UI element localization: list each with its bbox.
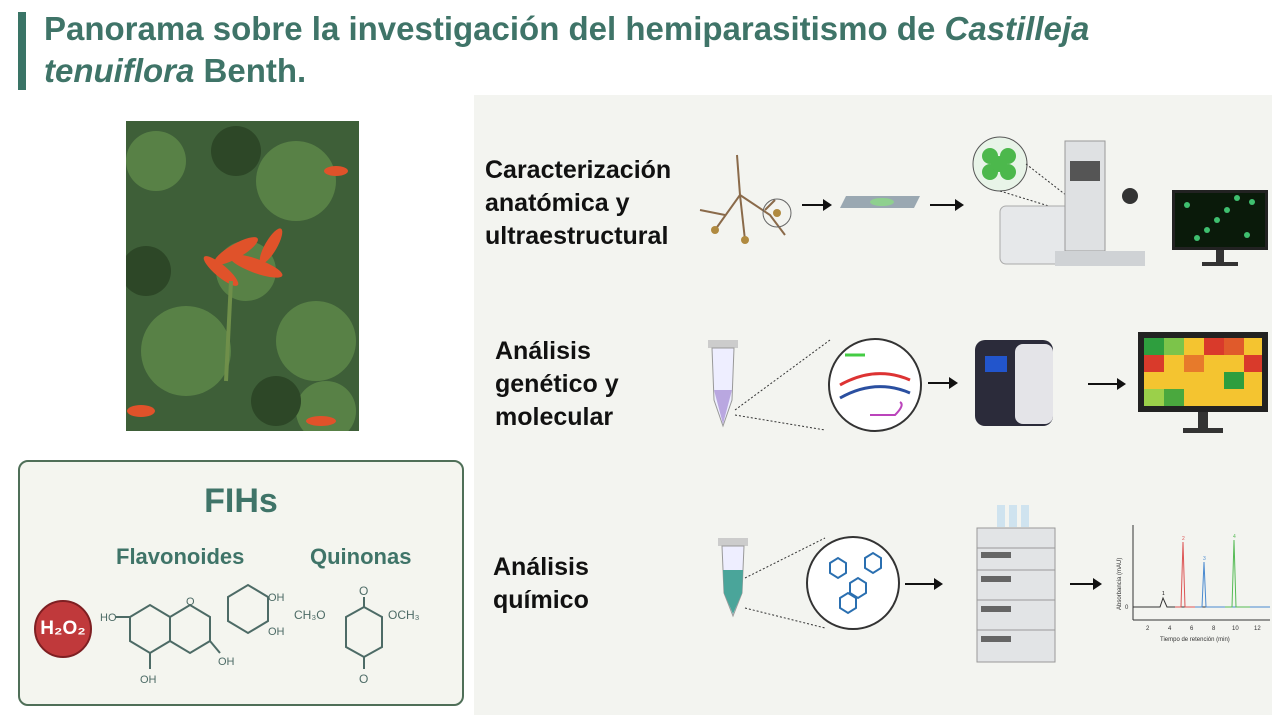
svg-text:10: 10 — [1232, 626, 1239, 632]
svg-text:12: 12 — [1254, 626, 1261, 632]
svg-text:2: 2 — [1146, 626, 1150, 632]
arrow — [1088, 378, 1126, 390]
quinones-label: Quinonas — [310, 544, 412, 569]
svg-text:O: O — [186, 596, 195, 608]
svg-text:CH₃O: CH₃O — [294, 608, 326, 622]
flavonoid-structure: HO OH OH OH OH O — [100, 583, 285, 686]
svg-text:3: 3 — [1203, 556, 1206, 562]
title-accent-bar — [18, 12, 26, 90]
h2o2-badge: H₂O₂ — [34, 600, 92, 658]
row-label-genetic: Análisis genético y molecular — [495, 337, 619, 431]
svg-text:4: 4 — [1233, 534, 1236, 540]
row-label-anatomical: Caracterización anatómica y ultraestruct… — [485, 156, 672, 250]
microscope-icon — [972, 136, 1145, 266]
svg-text:0: 0 — [1125, 605, 1129, 611]
molecules-icon — [744, 536, 900, 630]
svg-text:HO: HO — [100, 612, 117, 624]
fihs-heading: FIHs — [204, 482, 278, 520]
arrow — [930, 199, 964, 211]
tube-icon — [708, 340, 738, 428]
plant-photo — [126, 121, 359, 431]
hplc-icon — [976, 505, 1056, 663]
flavonoids-label: Flavonoides — [116, 544, 245, 569]
arrow — [905, 578, 943, 590]
svg-text:Tiempo de retención (min): Tiempo de retención (min) — [1160, 637, 1230, 643]
fluorescence-monitor-icon — [1172, 190, 1268, 266]
page-title: Panorama sobre la investigación del hemi… — [44, 10, 1090, 89]
row-label-chemical: Análisis químico — [493, 553, 589, 614]
slide-icon — [840, 196, 920, 208]
svg-text:OCH₃: OCH₃ — [388, 608, 420, 622]
arrow — [1070, 578, 1102, 590]
svg-text:O: O — [359, 584, 368, 598]
quinone-structure: CH₃O OCH₃ O O — [294, 584, 420, 686]
svg-text:4: 4 — [1168, 626, 1172, 632]
root-icon — [699, 154, 792, 244]
svg-text:Absorbancia (mAU): Absorbancia (mAU) — [1117, 558, 1123, 610]
tube-sample-icon — [718, 538, 748, 618]
svg-text:O: O — [359, 672, 368, 686]
sequencer-icon — [975, 340, 1053, 426]
dna-icon — [734, 338, 922, 432]
svg-text:OH: OH — [140, 674, 157, 686]
svg-text:OH: OH — [218, 656, 235, 668]
svg-text:OH: OH — [268, 592, 285, 604]
svg-text:1: 1 — [1162, 591, 1165, 597]
svg-text:6: 6 — [1190, 626, 1194, 632]
arrow — [928, 377, 958, 389]
svg-text:2: 2 — [1182, 536, 1185, 542]
arrow — [802, 199, 832, 211]
heatmap-monitor-icon — [1138, 332, 1268, 433]
svg-text:OH: OH — [268, 626, 285, 638]
svg-text:8: 8 — [1212, 626, 1216, 632]
